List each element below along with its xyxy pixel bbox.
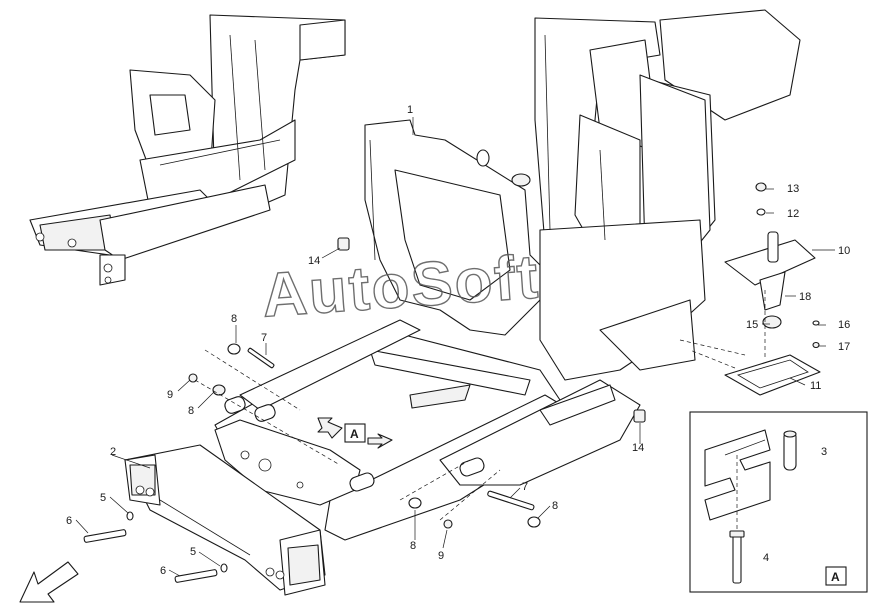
callout-7a: 7 — [261, 332, 267, 344]
callout-10: 10 — [838, 245, 850, 257]
callout-13: 13 — [787, 183, 799, 195]
callout-6a: 6 — [66, 515, 72, 527]
hardware — [83, 182, 821, 583]
callout-labels: 1 2 3 4 5 5 6 6 7 7 8 8 8 8 9 9 10 11 12… — [66, 104, 850, 584]
view-a-marker: A — [350, 427, 359, 441]
callout-3: 3 — [821, 446, 827, 458]
callout-16: 16 — [838, 319, 850, 331]
callout-18: 18 — [799, 291, 811, 303]
detail-a-label: A — [831, 570, 840, 584]
view-a-arrows — [317, 417, 393, 449]
callout-6b: 6 — [160, 565, 166, 577]
main-frame — [214, 9, 801, 541]
overview-chassis — [29, 14, 346, 286]
direction-arrow — [19, 561, 79, 603]
detail-box-a — [689, 411, 868, 593]
callout-11: 11 — [810, 380, 821, 392]
callout-8a: 8 — [231, 313, 237, 325]
callout-4: 4 — [763, 552, 769, 564]
front-axle-bracket — [124, 444, 326, 596]
callout-7b: 7 — [522, 481, 528, 493]
callout-14a: 14 — [308, 255, 320, 267]
callout-5a: 5 — [100, 492, 106, 504]
callout-14b: 14 — [632, 442, 644, 454]
callout-5b: 5 — [190, 546, 196, 558]
callout-9a: 9 — [167, 389, 173, 401]
callout-8b: 8 — [188, 405, 194, 417]
callout-1: 1 — [407, 104, 413, 116]
callout-17: 17 — [838, 341, 850, 353]
callout-8c: 8 — [410, 540, 416, 552]
callout-9b: 9 — [438, 550, 444, 562]
callout-15: 15 — [746, 319, 758, 331]
callout-2: 2 — [110, 446, 116, 458]
callout-8d: 8 — [552, 500, 558, 512]
callout-12: 12 — [787, 208, 799, 220]
leader-lines — [75, 117, 835, 577]
